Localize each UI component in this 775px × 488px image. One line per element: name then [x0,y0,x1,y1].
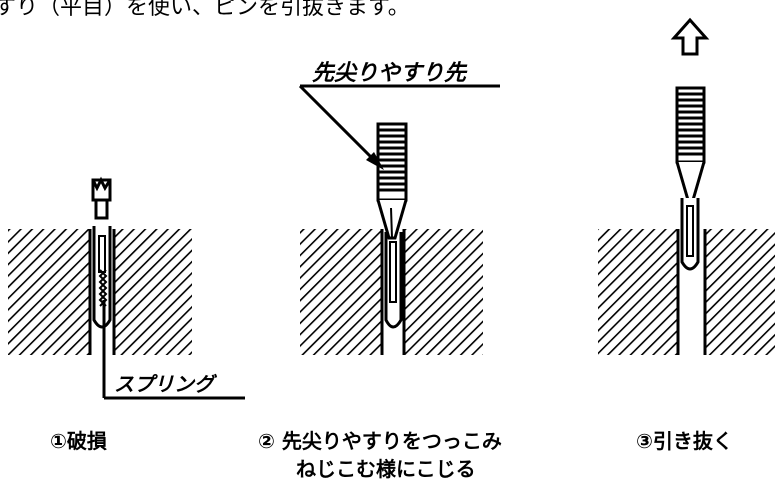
broken-pin [92,226,112,329]
extracted-pin [680,198,700,271]
workpiece-right [705,229,775,355]
pointed-file [675,86,706,202]
spring [98,269,108,307]
step-1-label: ①破損 [50,429,108,453]
pin [384,232,403,329]
workpiece-left [598,229,678,355]
spring-callout-label: スプリング [114,372,218,396]
workpiece-left [8,229,90,355]
workpiece-right [404,229,483,355]
step-1-figure: スプリング [8,176,245,400]
step-2-label-line2: ねじこむ様にこじる [296,457,476,481]
up-arrow-icon [670,17,710,56]
step-3-label: ③引き抜く [636,429,733,453]
pointed-file [376,122,408,240]
step-2-label-line1: ② 先尖りやすりをつっこみ [258,429,502,453]
file-tip-callout: 先尖りやすり先 [298,61,500,170]
step-2-figure: 先尖りやすり先 [298,61,500,355]
file-tip-label: 先尖りやすり先 [312,61,468,86]
broken-fragment [91,176,112,220]
step-3-figure [598,17,775,355]
header-text: すり（平目）を使い、ピンを引抜きます。 [0,0,410,20]
workpiece-left [300,229,382,355]
workpiece-right [114,229,192,355]
spring-callout: スプリング [102,300,245,400]
